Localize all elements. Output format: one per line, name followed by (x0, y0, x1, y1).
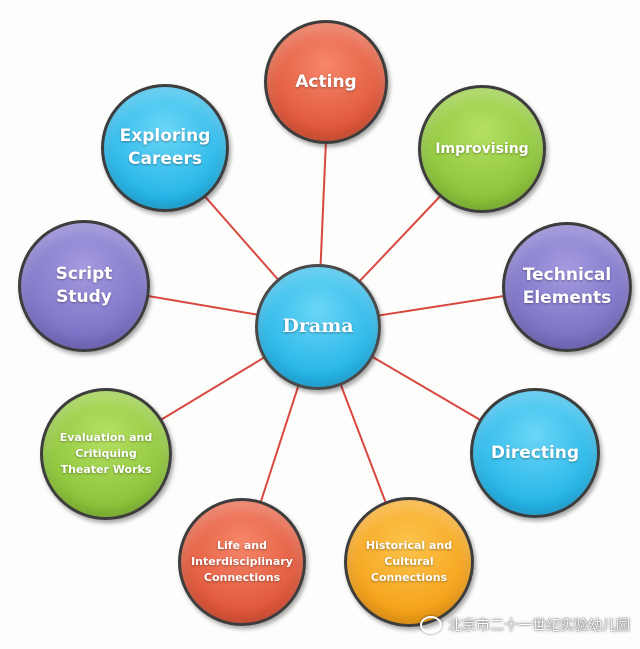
node-script-study: Script Study (18, 220, 150, 352)
node-acting-label: Acting (295, 71, 357, 92)
node-drama-center-label: Drama (282, 315, 354, 338)
node-improvising-label: Improvising (435, 140, 529, 157)
node-script-study-label: Script Study (55, 264, 113, 307)
node-life-interdisciplinary: Life and Interdisciplinary Connections (178, 498, 306, 626)
node-evaluation-critiquing-label: Evaluation and Critiquing Theater Works (59, 431, 153, 476)
watermark: 北京市二十一世纪实验幼儿园 (420, 615, 630, 635)
node-technical-elements: Technical Elements (502, 222, 632, 352)
node-evaluation-critiquing: Evaluation and Critiquing Theater Works (40, 388, 172, 520)
watermark-text: 北京市二十一世纪实验幼儿园 (448, 618, 630, 634)
node-drama-center: Drama (255, 264, 381, 390)
node-directing-label: Directing (490, 442, 580, 463)
wechat-icon (420, 616, 442, 634)
node-life-interdisciplinary-label: Life and Interdisciplinary Connections (191, 539, 293, 584)
node-directing: Directing (470, 388, 600, 518)
node-historical-cultural: Historical and Cultural Connections (344, 497, 474, 627)
node-acting: Acting (264, 20, 388, 144)
node-exploring-careers-label: Exploring Careers (119, 126, 211, 169)
node-exploring-careers: Exploring Careers (101, 84, 229, 212)
node-improvising: Improvising (418, 85, 546, 213)
node-historical-cultural-label: Historical and Cultural Connections (365, 539, 453, 584)
node-technical-elements-label: Technical Elements (522, 265, 612, 308)
